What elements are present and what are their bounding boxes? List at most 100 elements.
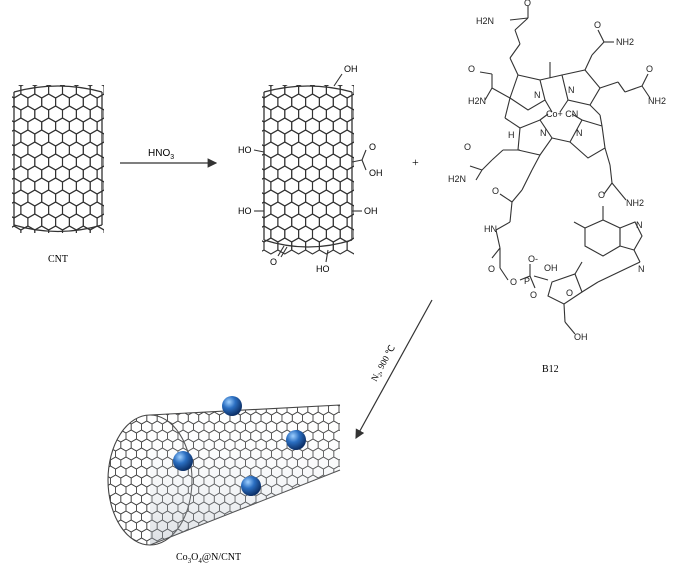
lattice-hexagon [282, 556, 292, 566]
lattice-hexagon [95, 520, 105, 532]
lattice-hexagon [108, 510, 111, 524]
lattice-hexagon [344, 484, 354, 496]
lattice-hexagon [208, 519, 220, 533]
lattice-hexagon [243, 82, 257, 98]
lattice-hexagon [96, 141, 104, 159]
lattice-hexagon [130, 405, 143, 416]
lattice-hexagon [198, 405, 210, 407]
lattice-hexagon [187, 537, 200, 545]
co3o4-sphere [241, 476, 261, 496]
lattice-hexagon [295, 85, 302, 87]
lattice-hexagon [108, 537, 116, 545]
lattice-hexagon [344, 430, 354, 442]
lattice-hexagon [344, 502, 354, 514]
lattice-hexagon [246, 385, 256, 397]
group-ho-left-upper: HO [238, 145, 252, 155]
lattice-hexagon [12, 192, 15, 204]
lattice-hexagon [87, 85, 94, 87]
lattice-hexagon [346, 213, 354, 231]
lattice-hexagon [95, 556, 105, 566]
step2-conditions-label: N2, 900 ℃ [369, 343, 399, 384]
lattice-hexagon [48, 225, 64, 233]
lattice-hexagon [84, 448, 94, 460]
b12-atom: H2N [468, 96, 486, 106]
lattice-hexagon [12, 96, 15, 108]
lattice-hexagon [344, 556, 354, 566]
lattice-hexagon [131, 547, 141, 559]
lattice-hexagon [281, 537, 293, 545]
lattice-hexagon [12, 225, 22, 233]
lattice-hexagon [243, 130, 257, 146]
lattice-hexagon [90, 457, 100, 469]
b12-atom: N [568, 85, 575, 95]
lattice-hexagon [105, 556, 115, 566]
lattice-hexagon [95, 448, 105, 460]
lattice-hexagon [338, 438, 341, 452]
lattice-hexagon [0, 178, 7, 194]
lattice-hexagon [349, 457, 359, 469]
lattice-hexagon [298, 547, 308, 559]
lattice-hexagon [353, 181, 354, 191]
lattice-hexagon [110, 547, 120, 559]
lattice-hexagon [115, 537, 127, 545]
lattice-hexagon [346, 93, 354, 111]
lattice-hexagon [225, 385, 235, 397]
lattice-hexagon [90, 547, 100, 559]
lattice-hexagon [111, 94, 125, 110]
lattice-hexagon [96, 93, 104, 111]
co3o4-sphere [222, 396, 242, 416]
b12-atom: H [508, 130, 515, 140]
co3o4-n-cnt-product [84, 385, 359, 566]
lattice-hexagon [12, 216, 15, 228]
lattice-hexagon [297, 528, 309, 542]
lattice-hexagon [90, 511, 100, 523]
lattice-hexagon [334, 556, 344, 566]
lattice-hexagon [156, 405, 168, 407]
b12-atom: O [510, 277, 517, 287]
lattice-hexagon [318, 547, 328, 559]
lattice-hexagon [110, 385, 120, 397]
lattice-hexagon [194, 385, 204, 397]
lattice-hexagon [271, 537, 283, 545]
lattice-hexagon [286, 528, 298, 542]
lattice-hexagon [317, 510, 330, 524]
lattice-hexagon [245, 528, 257, 542]
lattice-hexagon [141, 405, 153, 416]
lattice-hexagon [90, 421, 100, 433]
carbon-nanotube [0, 85, 125, 233]
lattice-hexagon [333, 537, 341, 545]
lattice-hexagon [187, 405, 200, 407]
lattice-hexagon [73, 85, 80, 87]
lattice-hexagon [100, 385, 110, 397]
b12-atom: H2N [448, 174, 466, 184]
group-ho-bottom: HO [316, 264, 330, 274]
b12-atom: O [530, 290, 537, 300]
lattice-hexagon [262, 96, 265, 108]
lattice-hexagon [84, 430, 94, 442]
lattice-hexagon [234, 510, 246, 524]
lattice-hexagon [344, 520, 354, 532]
lattice-hexagon [108, 429, 116, 443]
lattice-hexagon [103, 181, 104, 191]
lattice-hexagon [287, 547, 297, 559]
b12-atom: OH [574, 332, 588, 342]
lattice-hexagon [84, 394, 94, 406]
lattice-hexagon [361, 214, 375, 230]
lattice-hexagon [101, 85, 104, 87]
lattice-hexagon [45, 85, 52, 87]
lattice-hexagon [361, 190, 375, 206]
lattice-hexagon [281, 519, 293, 533]
lattice-hexagon [95, 466, 105, 478]
lattice-hexagon [286, 492, 298, 506]
lattice-hexagon [235, 385, 245, 397]
lattice-hexagon [90, 385, 100, 397]
lattice-hexagon [183, 385, 193, 397]
lattice-hexagon [243, 154, 257, 170]
lattice-hexagon [281, 85, 288, 87]
lattice-hexagon [111, 166, 125, 182]
co3o4-nanoparticles [173, 396, 306, 496]
lattice-hexagon [260, 519, 272, 533]
lattice-hexagon [126, 556, 136, 566]
lattice-hexagon [329, 385, 339, 397]
b12-atom: O [464, 142, 471, 152]
